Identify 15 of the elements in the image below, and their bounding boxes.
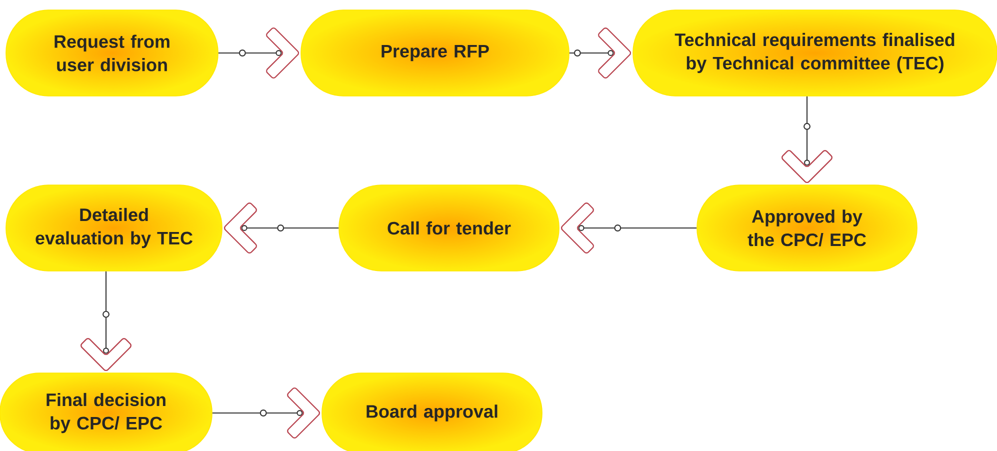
chevron-arrow xyxy=(212,388,320,438)
chevron-arrow xyxy=(218,28,300,78)
process-pill: Technical requirements finalised by Technical committee (TEC) xyxy=(632,10,997,96)
chevron-arrow xyxy=(560,202,697,254)
process-pill: Board approval xyxy=(322,372,542,451)
chevron-arrow xyxy=(782,96,832,184)
process-pill: Request from user division xyxy=(6,10,218,96)
process-pill: Prepare RFP xyxy=(300,10,570,96)
chevron-arrow xyxy=(80,271,132,372)
process-pill: Call for tender xyxy=(338,184,560,272)
process-pill: Final decision by CPC/ EPC xyxy=(0,372,212,451)
chevron-arrow xyxy=(224,202,339,254)
chevron-arrow xyxy=(569,28,632,78)
process-pill: Detailed evaluation by TEC xyxy=(6,184,222,272)
process-pill: Approved by the CPC/ EPC xyxy=(696,184,918,272)
